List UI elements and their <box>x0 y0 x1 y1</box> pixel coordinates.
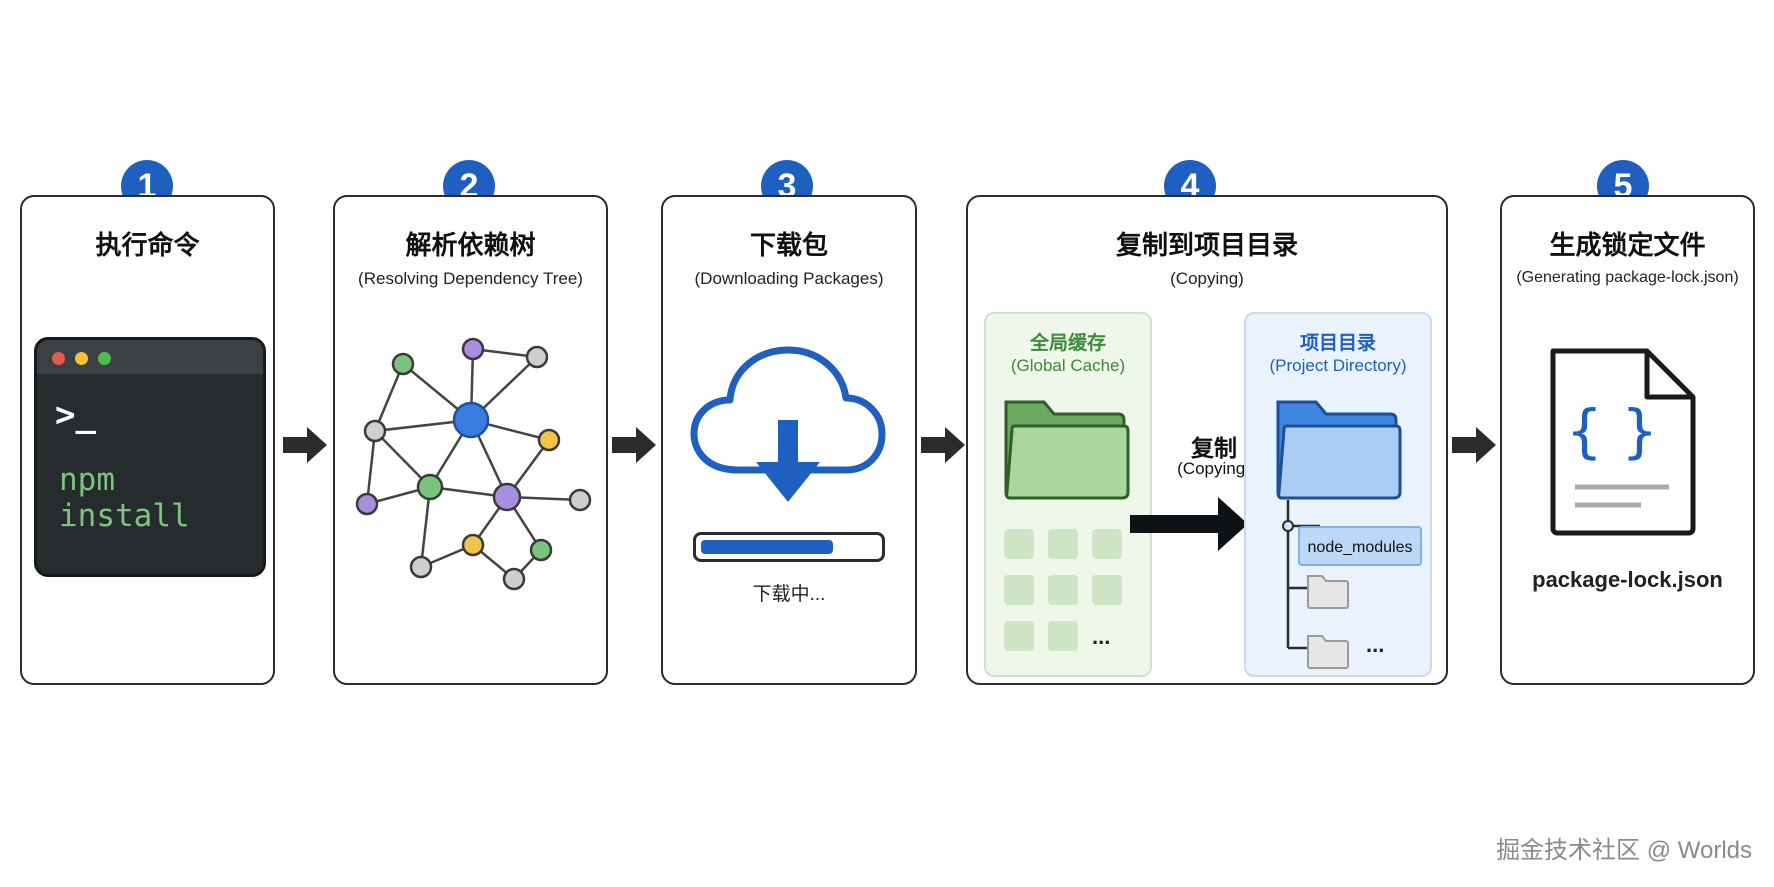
download-status: 下载中... <box>752 584 826 605</box>
global-cache-box: 全局缓存 (Global Cache) ... <box>984 312 1152 677</box>
step-2-subtitle: (Resolving Dependency Tree) <box>358 269 583 288</box>
step-3-subtitle: (Downloading Packages) <box>694 269 884 288</box>
dependency-graph-icon <box>355 337 592 591</box>
step-5-title: 生成锁定文件 <box>1549 231 1706 261</box>
folder-icon <box>1307 575 1349 609</box>
step-4-subtitle: (Copying) <box>1170 269 1244 288</box>
flow-arrow-icon <box>1452 427 1496 463</box>
global-cache-title: 全局缓存 <box>1029 333 1106 354</box>
maximize-dot-icon <box>98 352 111 365</box>
minimize-dot-icon <box>75 352 88 365</box>
step-2-title: 解析依赖树 <box>405 231 536 261</box>
blue-folder-icon <box>1276 400 1402 500</box>
terminal-prompt: >_ <box>55 395 96 435</box>
step-5-panel: 生成锁定文件 (Generating package-lock.json) { … <box>1500 195 1755 685</box>
terminal-title-bar <box>37 340 263 374</box>
global-cache-subtitle: (Global Cache) <box>1010 356 1126 375</box>
terminal-window: >_ npm install <box>34 337 266 577</box>
step-5-subtitle: (Generating package-lock.json) <box>1516 269 1739 286</box>
step-3-panel: 下载包 (Downloading Packages) 下载中... <box>661 195 917 685</box>
step-3-title: 下载包 <box>749 231 828 261</box>
global-cache-more: ... <box>1092 624 1111 649</box>
copy-label: 复制 <box>1191 435 1237 461</box>
json-file-icon <box>1550 348 1696 536</box>
project-directory-subtitle: (Project Directory) <box>1269 356 1407 375</box>
project-directory-more: ... <box>1366 632 1385 657</box>
flow-arrow-icon <box>921 427 965 463</box>
copy-sublabel: (Copying) <box>1177 459 1251 478</box>
download-progress-bar <box>693 532 885 562</box>
terminal-command: npm install <box>59 462 190 534</box>
flow-arrow-icon <box>612 427 656 463</box>
json-braces: { } <box>1565 397 1659 465</box>
cache-package-grid <box>1004 529 1122 651</box>
project-directory-title: 项目目录 <box>1299 333 1376 354</box>
step-4-title: 复制到项目目录 <box>1115 231 1298 261</box>
step-2-panel: 解析依赖树 (Resolving Dependency Tree) <box>333 195 608 685</box>
node-modules-folder: node_modules <box>1298 526 1422 566</box>
watermark: 掘金技术社区 @ Worlds <box>1496 837 1752 864</box>
download-progress-fill <box>701 540 833 554</box>
copy-arrow-icon <box>1130 497 1248 551</box>
cloud-download-icon <box>690 346 886 502</box>
project-directory-box: 项目目录 (Project Directory) node_modules ..… <box>1244 312 1432 677</box>
close-dot-icon <box>52 352 65 365</box>
step-1-panel: 执行命令 >_ npm install <box>20 195 275 685</box>
green-folder-icon <box>1004 400 1130 500</box>
step-1-title: 执行命令 <box>95 231 200 261</box>
flow-arrow-icon <box>283 427 327 463</box>
folder-icon <box>1307 635 1349 669</box>
lock-file-name: package-lock.json <box>1532 567 1723 592</box>
step-4-panel: 复制到项目目录 (Copying) 全局缓存 (Global Cache) ..… <box>966 195 1448 685</box>
